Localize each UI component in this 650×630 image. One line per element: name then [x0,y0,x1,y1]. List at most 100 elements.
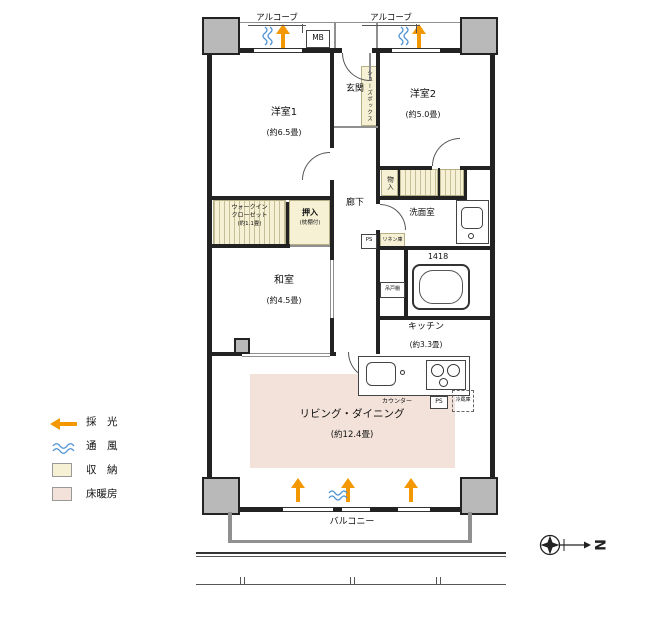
arrow-head [276,24,290,34]
light-arrow-icon [50,418,78,430]
wall [333,507,342,512]
wall [212,352,242,356]
floor-heating-swatch [52,487,72,501]
arrow-stem [281,33,285,48]
western-room2-label: 洋室2 [409,89,437,100]
wall [438,168,440,196]
legend: 採 光 通 風 収 納 床暖房 [48,416,178,512]
light-arrow-icon [291,478,305,504]
wall [286,202,289,246]
sliding-door [242,353,330,354]
wind-icon [262,26,273,46]
shoe-box-label: シューズボックス [366,70,372,122]
storage-small-label: 物入 [385,175,394,191]
railing-tick [440,577,441,584]
light-arrow-icon [412,24,426,50]
alcove-left-label: アルコーブ [248,13,306,27]
wall [460,166,490,170]
wall [302,48,342,53]
light-arrow-icon [341,478,355,504]
fusuma-line [290,245,332,247]
wall [490,22,495,512]
western-room1-size: (約6.5畳) [266,128,302,137]
wall [330,352,336,356]
wall [380,196,467,200]
pillar [460,477,498,515]
walk-in-closet-size: (約1.1畳) [237,221,262,227]
storage-swatch [52,463,72,477]
alcove-side [376,22,378,48]
burner [439,378,448,387]
entrance-label: 玄関 [345,84,364,94]
oshiire-note: (枕棚付) [299,220,321,226]
wind-icon [52,443,75,454]
meter-box [306,30,330,48]
wall [464,166,467,200]
ps-lower-box [430,396,448,409]
legend-wind-label: 通 風 [86,440,118,452]
arrow-stem [59,422,77,426]
wall [207,22,212,512]
wall [212,507,283,512]
compass-north-label: N [591,539,607,551]
refrigerator-label: 冷蔵庫 [455,397,471,403]
balcony-wall [228,512,232,542]
kitchen-faucet [400,370,405,375]
wall [370,507,398,512]
wall [380,316,490,320]
burner [447,364,460,377]
kitchen-label: キッチン [407,322,444,332]
sliding-door [242,356,330,357]
entrance-step [334,126,378,128]
wall [212,196,334,200]
wind-icon [398,26,409,46]
ps-lower-label: PS [435,398,443,405]
building-outline [240,22,460,23]
balcony-edge [228,540,472,543]
counter-label: カウンター [381,398,412,405]
pillar-small [234,338,250,354]
pillar [202,17,240,55]
wall [404,250,408,316]
railing-tick [244,577,245,584]
western-room2-door-arc [432,138,460,166]
legend-floorheat-label: 床暖房 [86,488,118,500]
wall [212,244,290,248]
alcove-left-tick [302,24,303,33]
closet-a-area [399,169,438,196]
arrow-stem [296,487,300,502]
japanese-room-label: 和室 [274,275,294,286]
arrow-head [291,478,305,488]
western-room1-label: 洋室1 [270,107,298,118]
wall [240,48,254,53]
railing-tick [350,577,351,584]
railing-line [196,556,506,557]
wall [330,180,334,204]
walk-in-closet-label2: クローゼット [231,212,268,219]
bathtub-inner [419,270,463,304]
wall [376,230,380,254]
meter-box-label: MB [312,33,324,42]
burner [431,364,444,377]
window [392,48,440,53]
western-room2-size: (約5.0畳) [405,110,441,119]
railing-tick [354,577,355,584]
linen-label: リネン庫 [382,237,403,243]
wall [380,246,490,250]
bath-size-label: 1418 [427,252,449,261]
kitchen-size: (約3.3畳) [409,340,443,349]
alcove-right-tick [416,24,417,33]
balcony-wall [468,512,472,542]
washroom-label: 洗面室 [409,208,435,218]
wind-icon [328,490,348,501]
wall [398,168,400,196]
railing-line [196,584,506,585]
wall [372,48,392,53]
wall [376,168,380,204]
wall [440,48,462,53]
living-dining-label: リビング・ダイニング [299,408,405,420]
oshiire-area [289,200,330,245]
closet-b-area [439,169,464,196]
arrow-head [341,478,355,488]
